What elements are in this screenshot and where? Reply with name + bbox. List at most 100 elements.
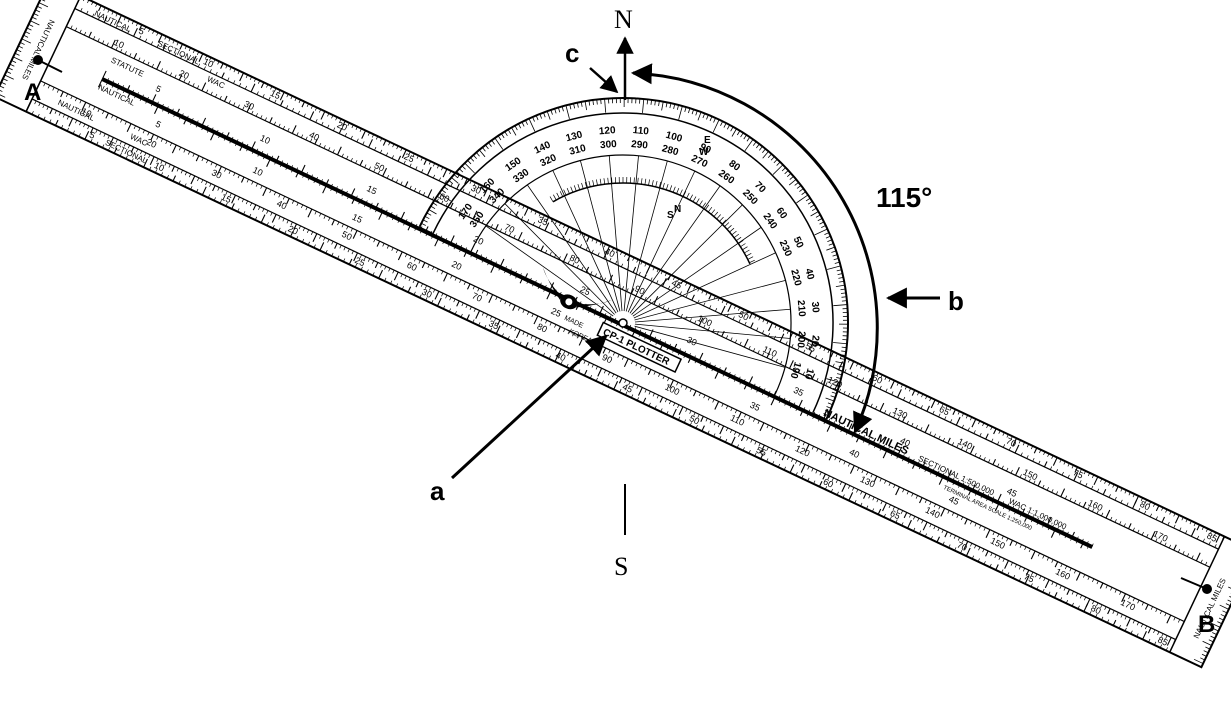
- ruler-tick-wac: [545, 249, 548, 254]
- scale-number-nautical: 20: [450, 259, 463, 272]
- ruler-tick-bottom-lower: [847, 485, 851, 489]
- ruler-tick-bottom-edge: [207, 194, 211, 198]
- ruler-tick-bottom-lower: [1014, 564, 1017, 568]
- end-tick-left: [11, 60, 17, 64]
- ruler-tick-bottom-lower: [880, 500, 883, 505]
- ruler-tick-top-inner: [432, 174, 436, 179]
- ruler-tick-bottom-edge: [995, 564, 999, 571]
- small-scale-tick: [716, 214, 721, 220]
- ruler-tick-bottom-upper: [386, 245, 389, 249]
- ruler-tick-bottom-lower: [127, 144, 131, 149]
- ruler-tick-bottom-lower: [90, 127, 94, 134]
- ruler-tick-wac: [513, 234, 516, 239]
- ruler-tick-bottom-edge: [519, 341, 522, 346]
- ruler-tick-bottom-upper: [432, 266, 435, 271]
- protractor-tick: [532, 116, 535, 122]
- scale-number-nautical: 5: [154, 119, 163, 130]
- protractor-center-hole: [618, 318, 628, 328]
- ruler-tick-bottom-edge: [466, 314, 470, 321]
- ruler-tick-wac: [585, 266, 590, 273]
- ruler-tick-bottom-edge: [366, 269, 369, 273]
- ruler-tick-wac: [246, 103, 252, 113]
- ruler-tick-top-inner: [879, 385, 882, 390]
- ruler-tick-top: [1132, 493, 1135, 498]
- ruler-tick-bottom-lower: [298, 225, 301, 230]
- ruler-tick-top: [564, 226, 570, 236]
- ruler-tick-bottom-edge: [1071, 602, 1074, 607]
- ruler-tick-wac: [233, 102, 236, 106]
- end-tick-right: [1202, 640, 1212, 646]
- ruler-tick-bottom-lower: [180, 169, 183, 174]
- ruler-tick-bottom-upper: [165, 140, 168, 145]
- ruler-tick-bottom-lower: [740, 435, 745, 442]
- ruler-tick-bottom-lower: [985, 550, 989, 557]
- ruler-tick-bottom-lower: [363, 256, 366, 260]
- scale-number-statute: 40: [899, 435, 912, 448]
- ruler-tick-bottom-upper: [1006, 538, 1009, 542]
- ruler-tick-bottom-upper: [1121, 593, 1127, 603]
- ruler-tick-top: [1174, 514, 1180, 524]
- ruler-tick-top: [371, 134, 375, 138]
- ruler-tick-top-inner: [156, 44, 159, 48]
- ruler-tick-bottom-edge: [601, 380, 604, 385]
- ruler-tick-top: [127, 18, 130, 23]
- small-scale-tick: [676, 187, 680, 194]
- ruler-tick-bottom-lower: [46, 106, 49, 110]
- scale-number-sectional-bottom: 10: [153, 160, 166, 173]
- ruler-tick-bottom-upper: [924, 499, 927, 504]
- protractor-spoke: [485, 225, 614, 317]
- ruler-tick-bottom-edge: [243, 211, 246, 215]
- ruler-tick-bottom-upper: [133, 125, 136, 130]
- ruler-tick-wac: [1114, 519, 1117, 523]
- ruler-tick-bottom-edge: [824, 486, 828, 490]
- ruler-tick-top-inner: [1185, 530, 1188, 534]
- ruler-tick-bottom-lower: [822, 473, 826, 480]
- protractor-tick: [557, 107, 561, 113]
- scale-number-sectional: 35: [536, 214, 549, 227]
- ruler-tick-top-inner: [1008, 446, 1011, 451]
- ruler-tick-top: [1144, 499, 1148, 504]
- ruler-tick-bottom-lower: [583, 360, 586, 364]
- ruler-tick-top: [965, 414, 969, 419]
- ruler-tick-bottom-upper: [1019, 544, 1022, 548]
- ruler-tick-wac: [1191, 555, 1194, 559]
- end-tick-right: [1227, 599, 1231, 603]
- protractor-tick: [485, 144, 489, 150]
- ruler-tick-bottom-upper: [169, 142, 173, 147]
- ruler-tick-top: [266, 84, 269, 88]
- ruler-tick-top: [624, 253, 627, 257]
- scale-number-wac-bottom: 30: [210, 167, 223, 180]
- protractor-tick: [697, 111, 702, 121]
- ruler-tick-wac: [197, 85, 200, 89]
- end-tick-left: [21, 38, 31, 44]
- protractor-tick: [461, 165, 466, 170]
- ruler-tick-top: [420, 157, 423, 161]
- ruler-tick-bottom-edge: [78, 133, 81, 137]
- ruler-tick-top: [534, 211, 537, 215]
- ruler-tick-bottom-upper: [255, 183, 258, 187]
- ruler-tick-bottom-upper: [472, 285, 475, 290]
- label-b: b: [948, 286, 964, 316]
- ruler-tick-bottom-lower: [229, 193, 232, 197]
- small-scale-tick: [742, 246, 748, 251]
- ruler-tick-top-inner: [1079, 480, 1082, 484]
- ruler-tick-top: [1108, 482, 1111, 486]
- protractor-tick: [580, 101, 583, 107]
- protractor-tick: [419, 226, 433, 234]
- ruler-tick-bottom-lower: [811, 468, 814, 472]
- ruler-tick-top: [961, 413, 964, 417]
- ruler-tick-bottom-lower: [563, 350, 566, 355]
- small-scale-tick: [707, 206, 713, 213]
- ruler-tick-top: [900, 384, 903, 388]
- ruler-tick-bottom-lower: [957, 537, 960, 541]
- small-scale-tick: [710, 209, 716, 215]
- ruler-tick-bottom-upper: [314, 211, 317, 215]
- ruler-tick-wac: [468, 213, 471, 217]
- ruler-tick-wac: [572, 262, 575, 267]
- ruler-tick-top: [542, 214, 545, 219]
- ruler-tick-bottom-upper: [567, 330, 570, 335]
- protractor-tick: [456, 171, 461, 176]
- scale-number-statute: 10: [258, 133, 271, 146]
- ruler-tick-top: [416, 155, 419, 159]
- scale-number-wac: 30: [242, 99, 255, 112]
